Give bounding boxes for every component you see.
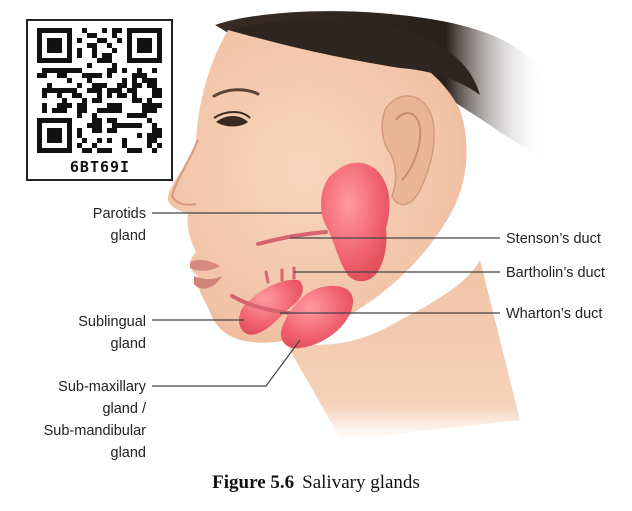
labels: Parotids gland Sublingual gland Sub-maxi… [44, 206, 605, 461]
stenson-duct [256, 230, 328, 246]
hair [215, 11, 545, 161]
neck [285, 260, 520, 440]
sublingual-gland [238, 279, 303, 335]
ear [381, 95, 435, 206]
label-submax-1: Sub-maxillary [58, 379, 147, 395]
figure-title: Salivary glands [302, 472, 420, 493]
label-sublingual-1: Sublingual [78, 314, 146, 330]
label-submax-2: gland / [102, 401, 147, 417]
parotid-gland [321, 162, 390, 282]
bartholin-ducts [264, 266, 296, 284]
label-submax-4: gland [111, 445, 146, 461]
qr-code-label: 6BT69I [70, 158, 130, 176]
leader-lines [152, 212, 500, 387]
label-sublingual-2: gland [111, 336, 146, 352]
lips [190, 259, 220, 271]
label-wharton: Wharton’s duct [506, 306, 602, 322]
label-parotids-1: Parotids [93, 206, 146, 222]
eyebrow [212, 88, 260, 98]
qr-code: 6BT69I [26, 19, 173, 181]
figure-caption: Figure 5.6 Salivary glands [0, 472, 632, 494]
nose [170, 139, 199, 206]
figure-number: Figure 5.6 [212, 472, 295, 493]
label-stenson: Stenson’s duct [506, 231, 601, 247]
label-parotids-2: gland [111, 228, 146, 244]
submax-leader [152, 339, 301, 387]
label-submax-3: Sub-mandibular [44, 423, 147, 439]
label-bartholin: Bartholin’s duct [506, 265, 605, 281]
eye [216, 116, 248, 127]
head-illustration [167, 11, 545, 440]
qr-matrix [37, 28, 162, 153]
hair-top [228, 19, 480, 95]
submaxillary-gland [280, 285, 354, 349]
